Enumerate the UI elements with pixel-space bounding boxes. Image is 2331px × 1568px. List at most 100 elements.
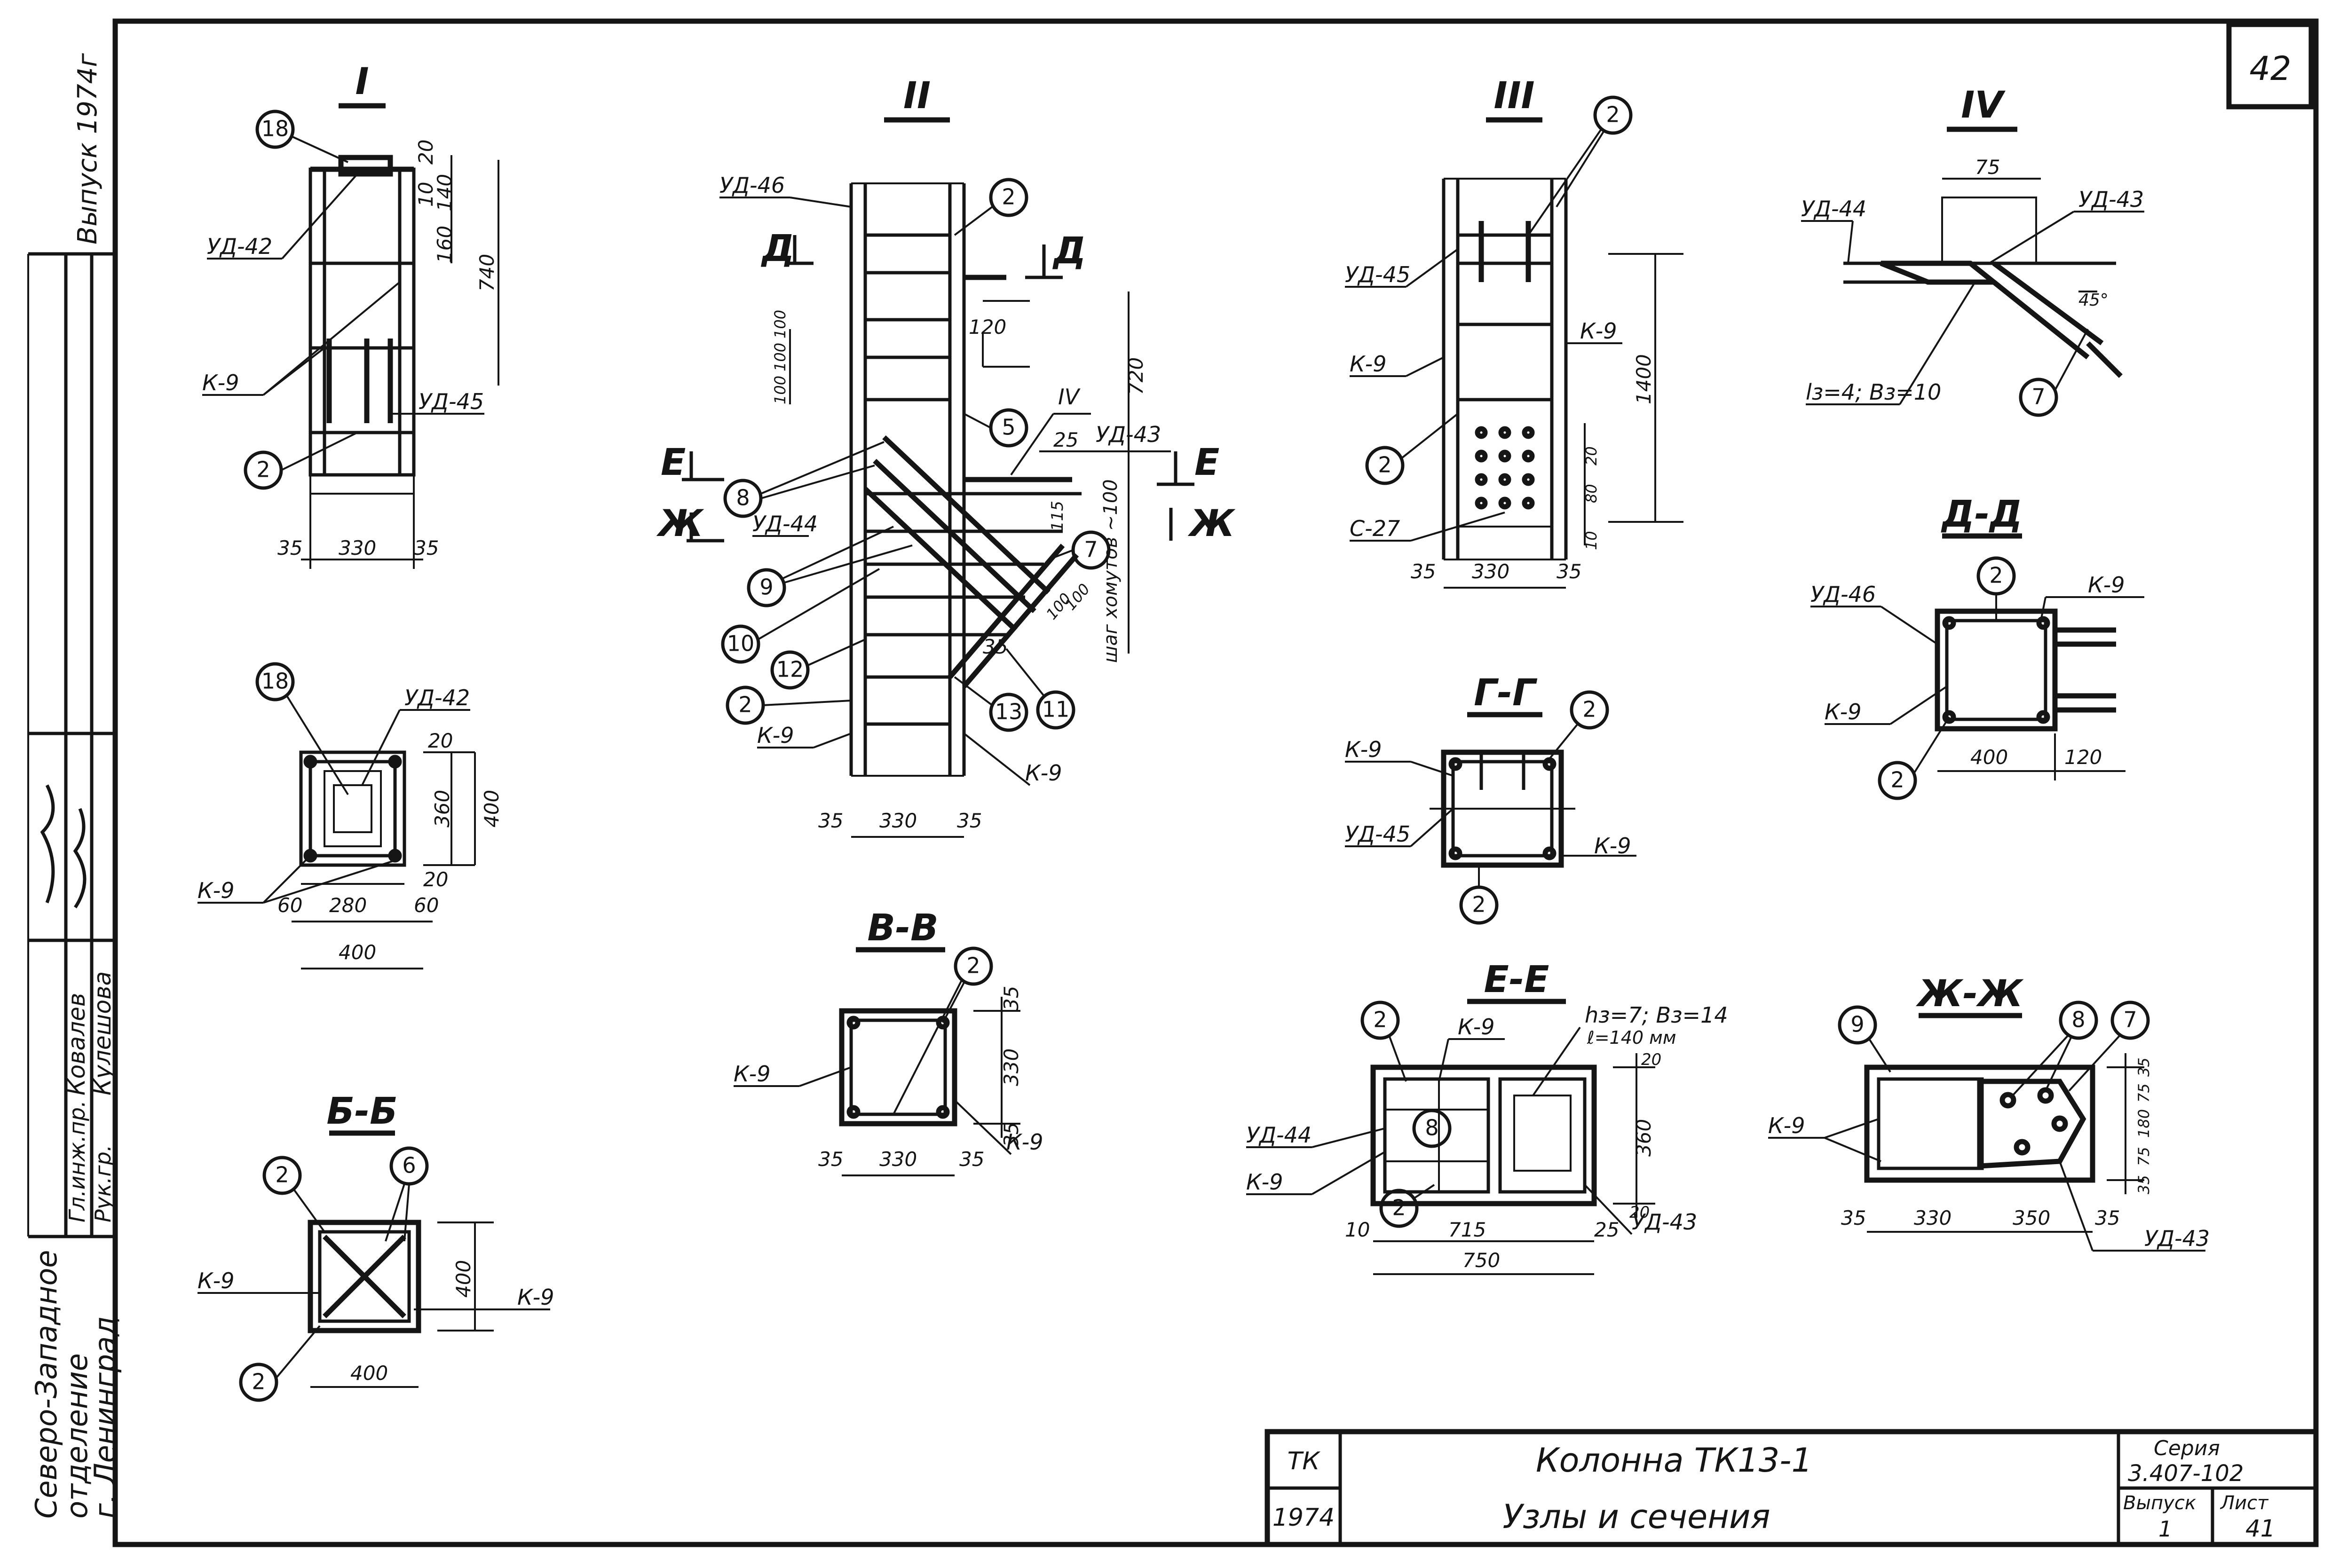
gg-mark-2a xyxy=(1570,690,1609,730)
tb-series-label: Серия xyxy=(2154,1436,2220,1460)
v2-dim-35c: 35 xyxy=(957,809,982,832)
v2-label-k9b: К-9 xyxy=(1025,760,1062,786)
v4-mark-7 xyxy=(2019,378,2058,417)
ee-label-ud43: УД-43 xyxy=(1632,1209,1697,1235)
v2-label-k9a: К-9 xyxy=(757,723,794,748)
v2-dim-100c: 100 xyxy=(771,310,789,339)
tb-code: ТК xyxy=(1288,1447,1321,1475)
zh-label-k9: К-9 xyxy=(1768,1113,1805,1138)
view-i-heading: I xyxy=(355,61,369,103)
vv-mark-2-text: 2 xyxy=(966,953,980,978)
view-ii: II 120 720 100 100 1 xyxy=(656,75,1236,838)
name-group-leader: Кулешова xyxy=(89,971,116,1095)
ee-label-length: ℓ=140 мм xyxy=(1587,1027,1676,1048)
ee-label-k9b: К-9 xyxy=(1246,1169,1283,1195)
ee-mark-2a xyxy=(1360,1001,1400,1040)
v2-dim-25: 25 xyxy=(1053,428,1078,451)
v1-mark-18-text: 18 xyxy=(261,116,289,142)
ee-dim-715: 715 xyxy=(1448,1218,1486,1241)
v3-mark-2b xyxy=(1365,446,1405,485)
v1-dim-right: 35 xyxy=(414,536,439,559)
v1-dim-10: 10 xyxy=(414,182,437,207)
v1-label-k9: К-9 xyxy=(202,370,239,395)
zh-dim-35d: 35 xyxy=(2095,1206,2120,1229)
name-chief-engineer: Ковалев xyxy=(63,993,90,1095)
vv-dim-330: 330 xyxy=(879,1148,917,1171)
zh-dim-350: 350 xyxy=(2013,1206,2050,1229)
v1-dim-160: 160 xyxy=(433,226,456,263)
ee-dim-750: 750 xyxy=(1462,1249,1500,1272)
dd-label-k9a: К-9 xyxy=(2088,572,2125,598)
v3-dim-35a: 35 xyxy=(1411,560,1436,583)
v2-mark-2a-text: 2 xyxy=(1002,184,1015,210)
v3-label-c27: С-27 xyxy=(1350,516,1400,541)
v3-label-k9a: К-9 xyxy=(1350,351,1387,377)
v2-dim-100a: 100 xyxy=(771,376,789,404)
view-iv-heading: IV xyxy=(1961,84,2006,126)
v2-mark-11 xyxy=(1036,690,1075,730)
v2-dim-120: 120 xyxy=(969,315,1006,339)
zh-dim-75b: 75 xyxy=(2135,1147,2153,1166)
bb-mark-2b xyxy=(239,1363,278,1402)
role-group-leader: Рук.гр. xyxy=(90,1145,116,1222)
zh-dim-35c: 35 xyxy=(1841,1206,1866,1229)
signatures-handwritten xyxy=(40,784,87,908)
dd-dim-120: 120 xyxy=(2064,746,2102,769)
v1-mark-2-text: 2 xyxy=(256,457,270,482)
dd-mark-2a-text: 2 xyxy=(1989,563,2003,588)
v3-mark-2a xyxy=(1593,95,1633,135)
plan-dim-360: 360 xyxy=(431,790,454,827)
org-line2: отделение xyxy=(60,1353,94,1519)
org-line3: г. Ленинград xyxy=(88,1316,122,1519)
view-ii-heading: II xyxy=(903,75,931,117)
gg-mark-2a-text: 2 xyxy=(1582,697,1596,722)
plan-dim-400b: 400 xyxy=(339,941,376,964)
section-e-e: Е-Е 20 360 20 10 715 25 750 2 8 2 К-9 УД… xyxy=(1246,959,1728,1275)
v1-dim-mid: 330 xyxy=(339,536,376,559)
embed-ud42 xyxy=(338,155,393,177)
plan-dim-20b: 20 xyxy=(423,868,448,891)
v1-dim-740: 740 xyxy=(475,254,498,292)
ee-label-k9a: К-9 xyxy=(1458,1014,1495,1040)
zh-dim-75a: 75 xyxy=(2135,1083,2153,1103)
section-d-d: Д-Д 400 120 2 2 УД-46 К-9 К-9 xyxy=(1810,493,2144,800)
vv-dim-35c: 35 xyxy=(1000,986,1023,1011)
ee-label-weld: hз=7; Вз=14 xyxy=(1585,1002,1728,1028)
left-stamp: Выпуск 1974г Гл.инж.пр. Рук.гр. Ковалев … xyxy=(27,21,122,1544)
ee-dim-20a: 20 xyxy=(1641,1050,1661,1069)
view-iv: IV 75 45° УД-44 УД-43 lз=4; Вз=10 7 xyxy=(1801,84,2144,417)
v2-label-ud46: УД-46 xyxy=(719,173,785,198)
v2-dim-330: 330 xyxy=(879,809,917,832)
plan-dim-400: 400 xyxy=(480,790,503,827)
zh-mark-7-text: 7 xyxy=(2123,1007,2137,1032)
bb-label-k9a: К-9 xyxy=(198,1268,235,1293)
v1-dim-20: 20 xyxy=(414,140,437,165)
zh-dim-35a: 35 xyxy=(2135,1057,2153,1077)
vv-dim-35b: 35 xyxy=(959,1148,984,1171)
ee-dim-20b: 20 xyxy=(1629,1203,1650,1222)
v1-label-ud42: УД-42 xyxy=(207,234,272,259)
bb-mark-2b-text: 2 xyxy=(252,1369,265,1395)
vv-label-k9b: К-9 xyxy=(1006,1129,1043,1155)
v2-mark-12 xyxy=(770,650,810,690)
v4-mark-7-text: 7 xyxy=(2031,384,2045,410)
vv-label-k9a: К-9 xyxy=(734,1061,771,1087)
vv-dim-35a: 35 xyxy=(818,1148,843,1171)
bb-dim-side: 400 xyxy=(452,1260,475,1298)
tb-series-value: 3.407-102 xyxy=(2128,1460,2244,1487)
ee-dim-25: 25 xyxy=(1594,1218,1619,1241)
v1-mark-18 xyxy=(255,110,295,149)
vv-dim-35d: 35 xyxy=(1000,1122,1023,1147)
v2-step-note: шаг хомутов ~100 xyxy=(1100,479,1122,663)
v2-dim-115: 115 xyxy=(1048,501,1067,531)
v1-dim-140: 140 xyxy=(433,174,456,212)
bb-mark-2a-text: 2 xyxy=(275,1162,289,1188)
zh-dim-180: 180 xyxy=(2135,1109,2153,1138)
vv-mark-2 xyxy=(954,946,993,986)
zh-mark-9 xyxy=(1838,1005,1877,1045)
zh-mark-9-text: 9 xyxy=(1850,1012,1864,1037)
org-line1: Северо-Западное xyxy=(29,1250,63,1519)
plan-mark-18-text: 18 xyxy=(261,669,289,694)
v2-mark-10-text: 10 xyxy=(727,631,755,656)
v2-mark-10 xyxy=(721,624,760,664)
